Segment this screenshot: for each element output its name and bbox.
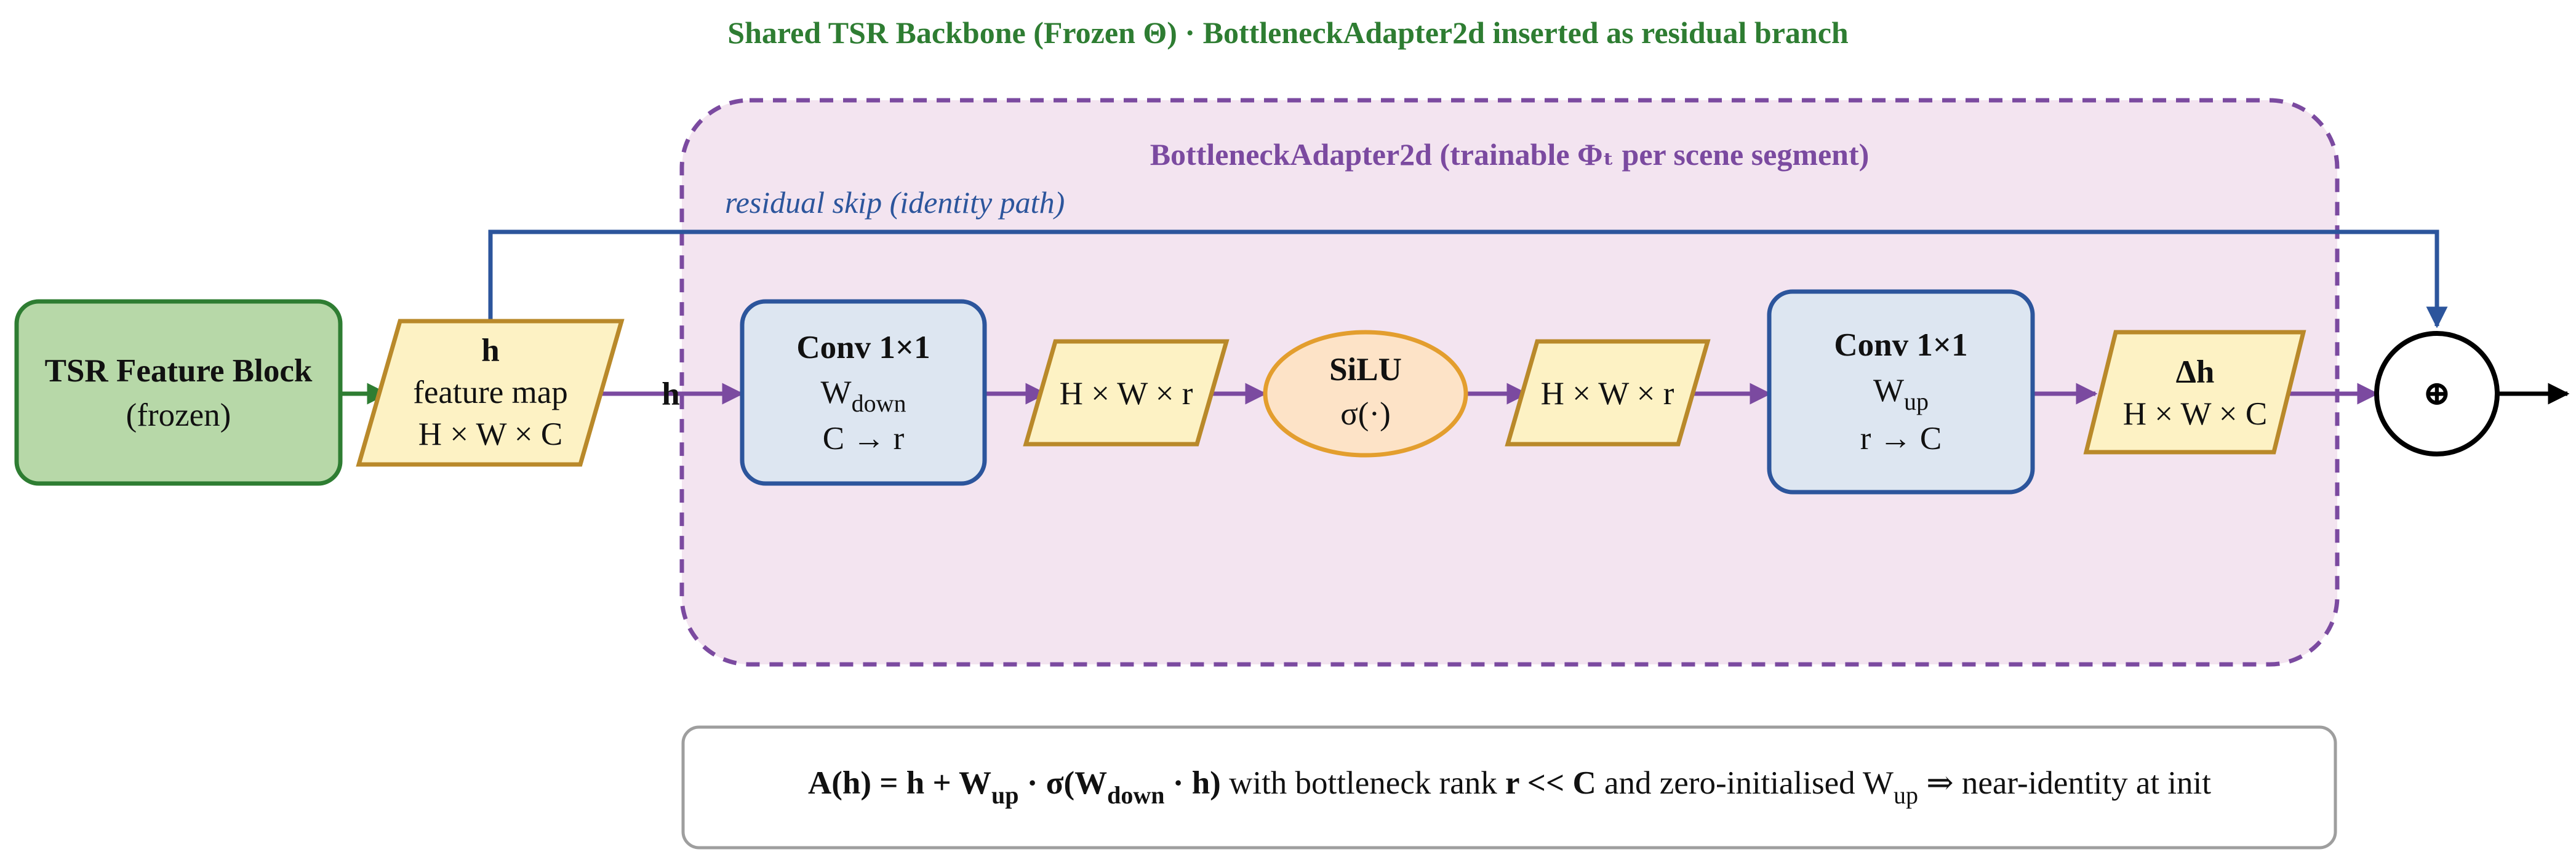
edge-h-label: h [662,376,679,412]
formula-part-1-sub: up [991,781,1019,809]
sum-node [2374,331,2500,456]
conv-up-title: Conv 1×1 [1834,327,1967,363]
feature-map-line2: H × W × C [418,416,563,452]
tsr-feature-block-title: TSR Feature Block [45,353,313,389]
feature-map-node [356,319,625,467]
conv-down-dims: C → r [823,421,905,456]
silu-subtitle: σ(·) [1340,396,1391,432]
conv-down-title: Conv 1×1 [796,330,930,365]
sum-symbol: ⊕ [2423,375,2452,413]
formula-part-2-sub: down [1107,781,1164,809]
formula-box [681,725,2337,850]
delta-h-label: H × W × C [2123,396,2268,432]
conv-up-weight-subscript: up [1904,388,1929,415]
delta-h-title: Δh [2176,354,2215,390]
conv-down-weight-letter: W [821,375,852,410]
formula-part-1: A(h) = h + W [808,765,991,801]
feature-map-line1: feature map [413,375,568,410]
conv-up-weight: Wup [1873,373,1929,415]
conv-down-node [740,299,987,486]
tsr-feature-block [14,299,343,486]
conv-up-node [1767,289,2035,495]
tensor-r2-label: H × W × r [1541,376,1674,412]
tensor-r1-node [1023,339,1230,447]
adapter-region-title: BottleneckAdapter2d (trainable Φₜ per sc… [1150,137,1870,172]
formula-part-7: ⇒ near-identity at init [1918,765,2211,801]
tensor-r2-node [1505,339,1711,447]
formula-part-4: with bottleneck rank [1221,765,1505,801]
formula-part-6: and zero-initialised W [1596,765,1894,801]
formula-part-6-sub: up [1894,781,1918,809]
silu-node [1263,330,1468,458]
formula-part-3: · h) [1165,765,1221,801]
conv-up-dims: r → C [1860,421,1942,456]
conv-up-weight-letter: W [1873,373,1904,408]
delta-h-node [2083,330,2306,455]
silu-title: SiLU [1329,352,1402,388]
formula-part-5: r << C [1505,765,1596,801]
conv-down-weight-subscript: down [852,389,906,417]
tensor-r1-label: H × W × r [1060,376,1193,412]
residual-skip-label: residual skip (identity path) [725,185,1065,220]
conv-down-weight: Wdown [821,375,906,417]
feature-map-title: h [481,333,499,368]
tsr-feature-block-subtitle: (frozen) [126,397,231,433]
residual-skip-arrow [488,229,2448,328]
diagram-title: Shared TSR Backbone (Frozen Θ) · Bottlen… [727,15,1849,50]
formula-text: A(h) = h + Wup · σ(Wdown · h) with bottl… [808,765,2211,809]
adapter-region [679,98,2340,667]
formula-part-2: · σ(W [1018,765,1107,801]
